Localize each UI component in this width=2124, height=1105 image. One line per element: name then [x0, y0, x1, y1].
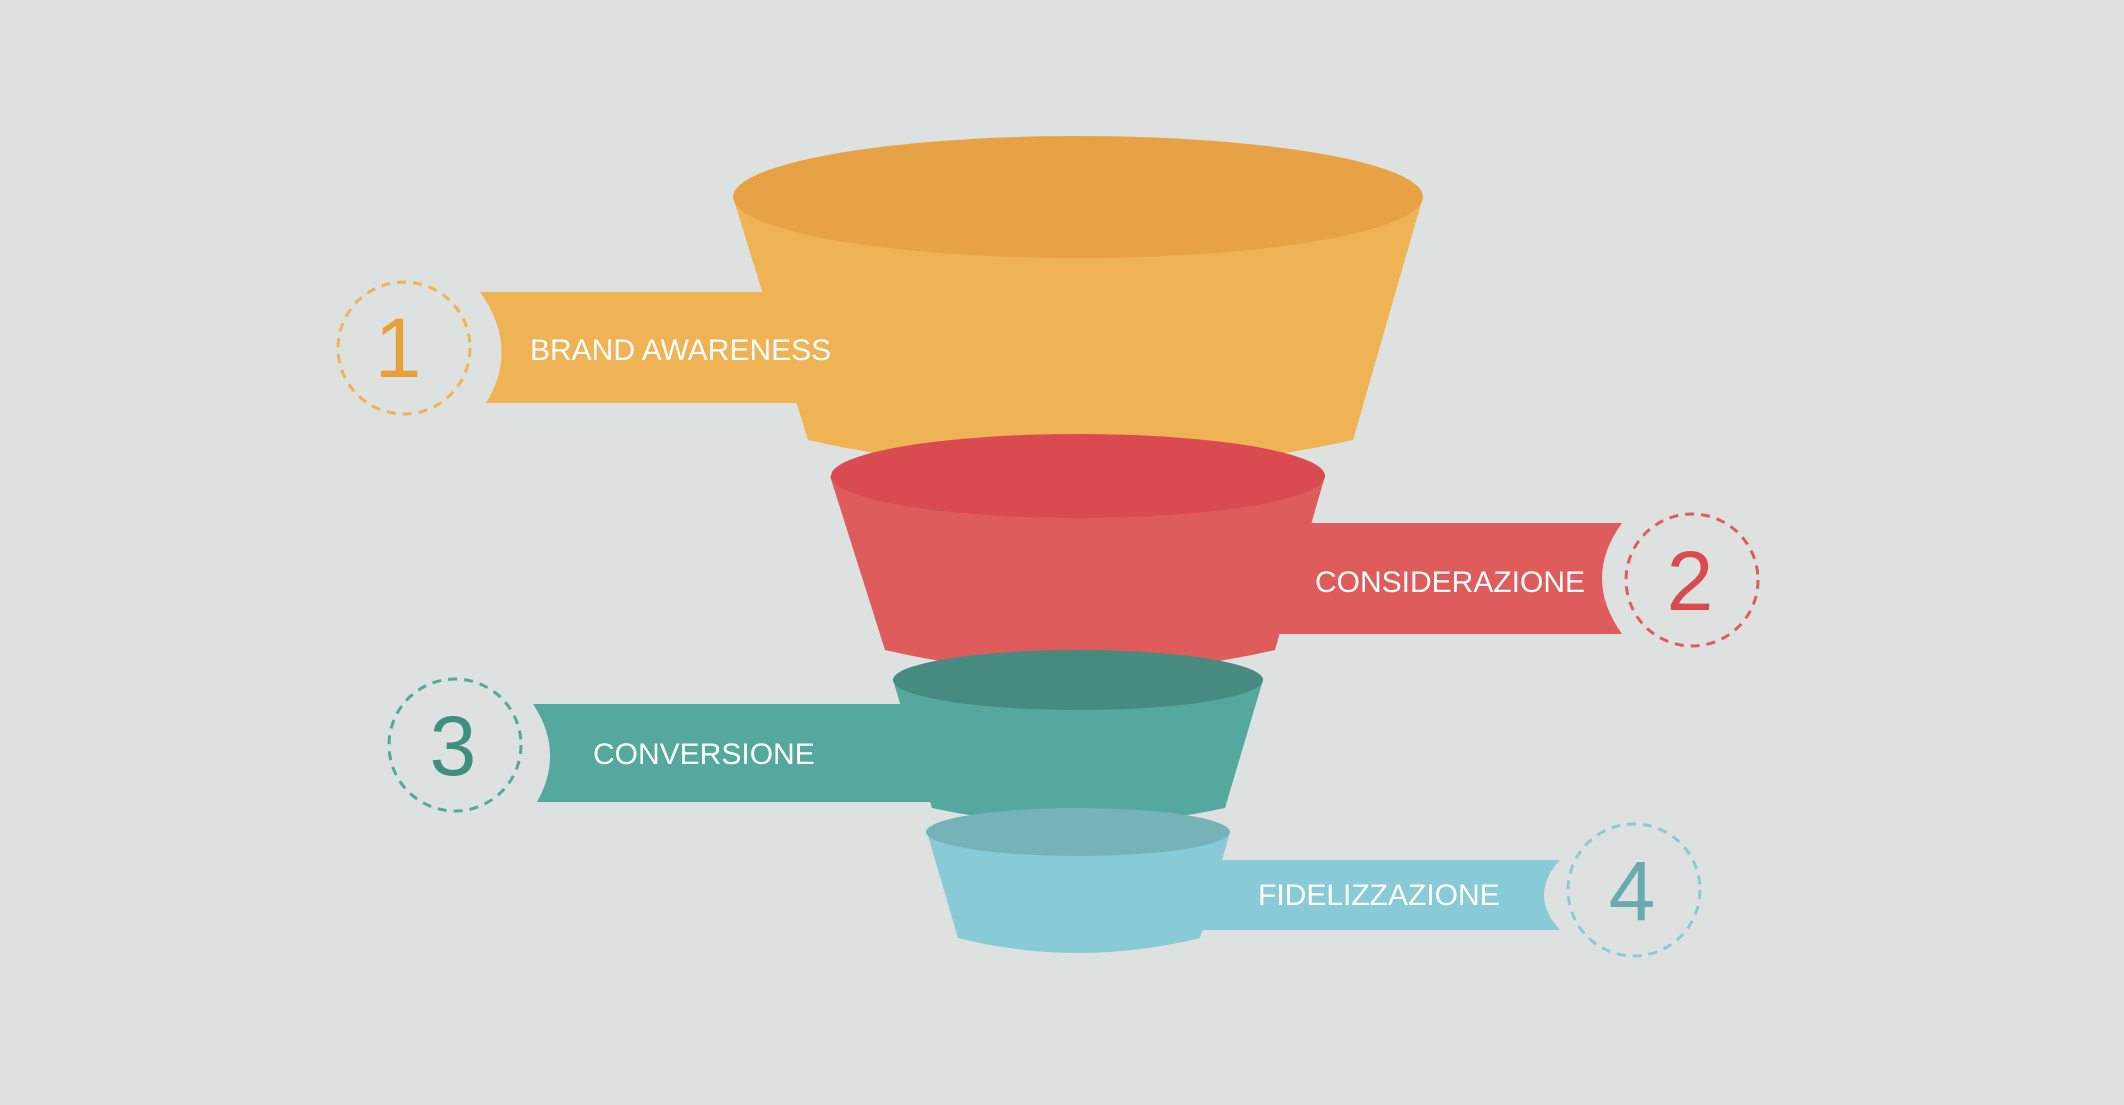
stage-3-body: [893, 680, 1263, 824]
stage-2-number: 2: [1667, 534, 1714, 628]
stage-2-label: CONSIDERAZIONE: [1315, 566, 1585, 599]
stage-4: 4 FIDELIZZAZIONE: [926, 808, 1702, 958]
stage-4-ring: [1566, 822, 1702, 958]
stage-4-label: FIDELIZZAZIONE: [1258, 879, 1500, 912]
stage-3-ring: [387, 677, 523, 813]
stage-4-ribbon: [1195, 860, 1560, 930]
stage-1-label: BRAND AWARENESS: [530, 334, 831, 367]
stage-4-number: 4: [1609, 844, 1656, 938]
stage-1-body: [733, 197, 1423, 470]
stage-1-number: 1: [375, 301, 422, 395]
stage-2-top: [831, 434, 1325, 518]
stage-2-ring: [1624, 512, 1760, 648]
stage-4-body: [927, 832, 1230, 953]
stage-2-body: [830, 476, 1325, 673]
stage-3-number: 3: [430, 699, 477, 793]
stage-2: 2 CONSIDERAZIONE: [830, 434, 1760, 673]
stage-3-top: [893, 650, 1263, 710]
stage-3: 3 CONVERSIONE: [387, 650, 1263, 824]
stage-4-top: [926, 808, 1230, 856]
stage-3-label: CONVERSIONE: [593, 738, 815, 771]
stage-1-ribbon: [480, 292, 800, 403]
stage-3-ribbon: [533, 704, 940, 802]
stage-1-ring: [336, 280, 472, 416]
stage-2-ribbon: [1275, 523, 1622, 634]
stage-1: 1 BRAND AWARENESS: [336, 136, 1423, 470]
stage-1-top: [733, 136, 1423, 258]
